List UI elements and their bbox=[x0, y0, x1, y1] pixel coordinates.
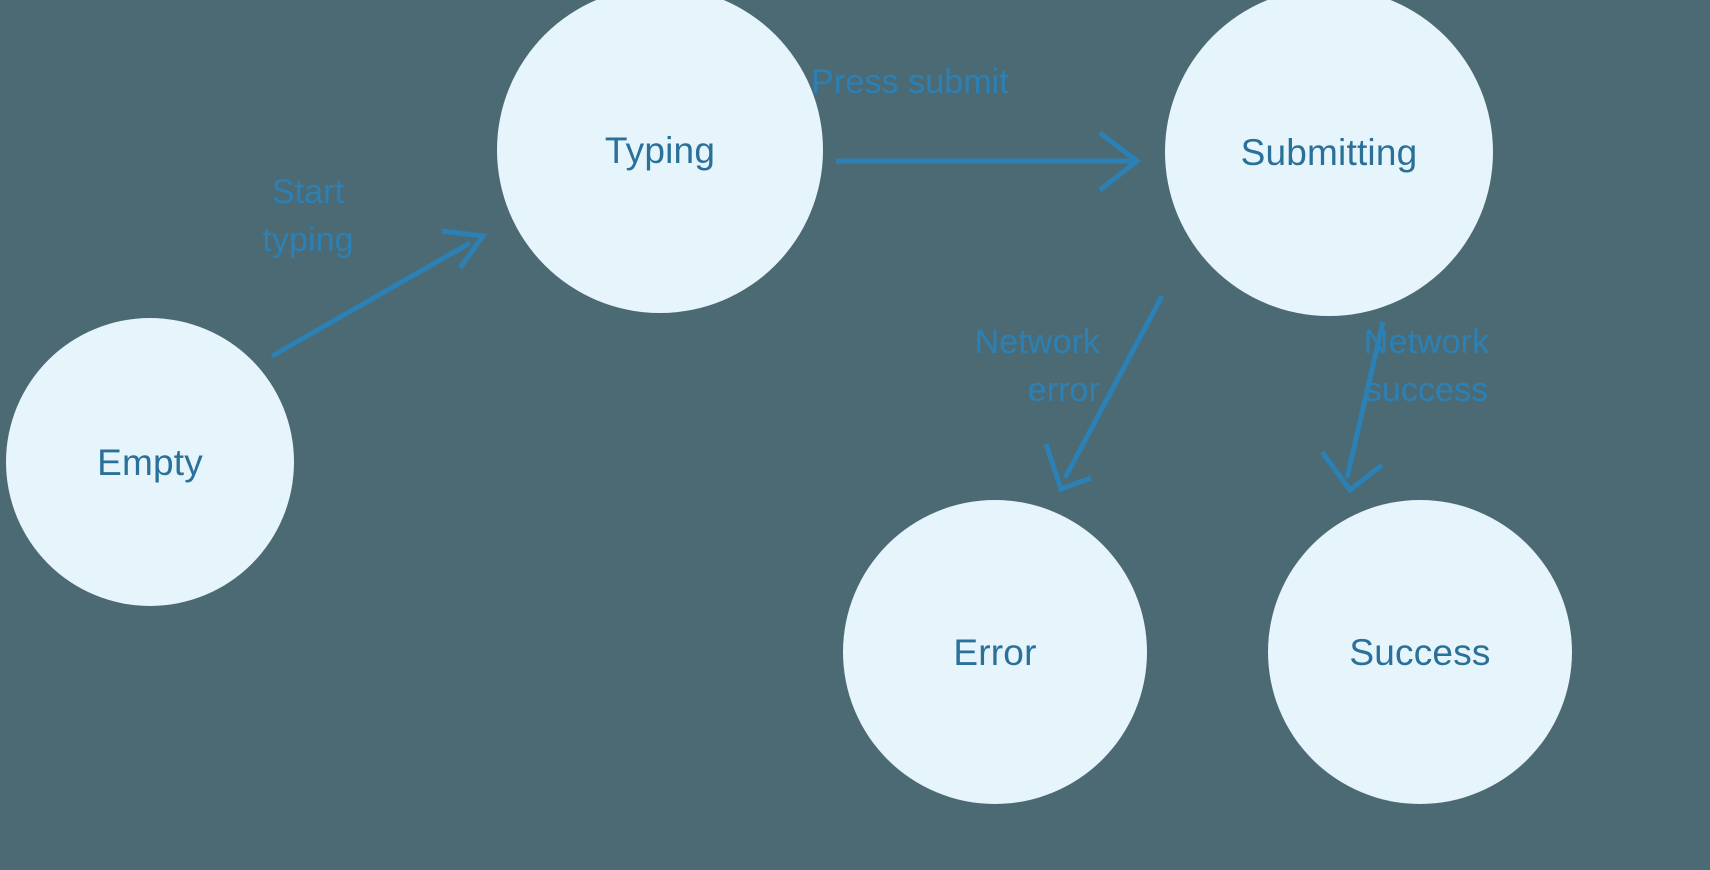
state-node-submitting-label: Submitting bbox=[1240, 131, 1418, 173]
edge-label-start-typing: Start typing bbox=[262, 173, 354, 260]
state-node-empty[interactable]: Empty bbox=[6, 318, 294, 606]
edge-label-network-success: Network success bbox=[1363, 323, 1490, 410]
state-node-typing[interactable]: Typing bbox=[497, 0, 823, 313]
state-node-error-label: Error bbox=[953, 631, 1037, 673]
state-node-error[interactable]: Error bbox=[843, 500, 1147, 804]
edge-label-press-submit: Press submit bbox=[811, 63, 1009, 101]
state-node-empty-label: Empty bbox=[97, 441, 203, 483]
state-node-typing-label: Typing bbox=[604, 129, 716, 171]
state-node-success[interactable]: Success bbox=[1268, 500, 1572, 804]
state-node-success-label: Success bbox=[1349, 631, 1491, 673]
edge-typing-to-submitting bbox=[836, 131, 1142, 192]
edge-label-network-error: Network error bbox=[974, 323, 1100, 410]
state-node-submitting[interactable]: Submitting bbox=[1165, 0, 1493, 316]
